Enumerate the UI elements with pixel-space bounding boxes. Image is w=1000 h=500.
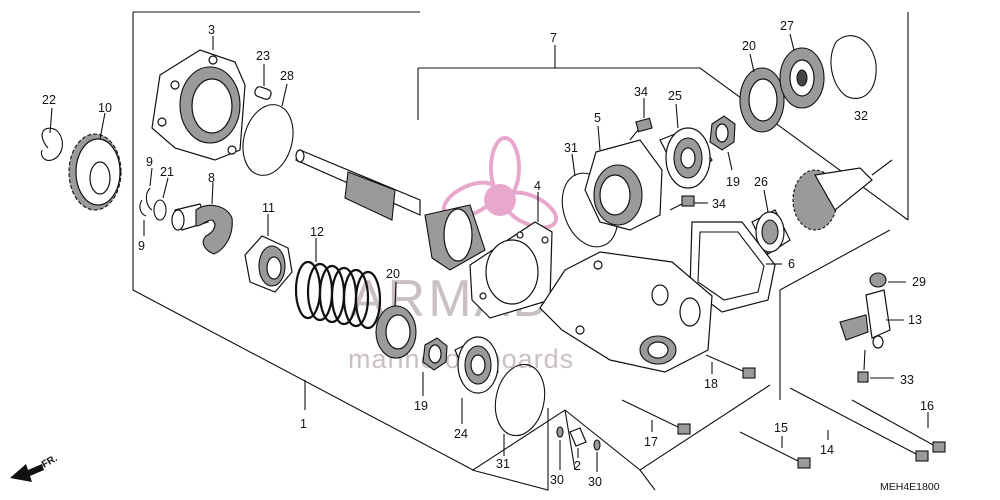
part-26-needle-bearing xyxy=(751,189,791,255)
part-5-bearing-housing xyxy=(584,125,663,231)
callout-33: 33 xyxy=(900,373,914,387)
callout-19-upper: 19 xyxy=(726,175,740,189)
callout-17: 17 xyxy=(644,435,658,449)
callout-26: 26 xyxy=(754,175,768,189)
callout-14: 14 xyxy=(820,443,834,457)
part-34-bolt-upper xyxy=(629,98,653,141)
callout-24: 24 xyxy=(454,427,468,441)
callout-34-lower: 34 xyxy=(712,197,726,211)
part-23-dowel-pin xyxy=(254,64,272,100)
part-25-ball-bearing xyxy=(659,103,713,189)
callout-labels: 1 2 3 4 5 6 7 8 9 9 10 11 12 13 14 15 16… xyxy=(42,19,934,489)
part-16-long-bolt xyxy=(851,399,946,453)
callout-2: 2 xyxy=(574,459,581,473)
callout-9-upper: 9 xyxy=(146,155,153,169)
callout-28: 28 xyxy=(280,69,294,83)
callout-10: 10 xyxy=(98,101,112,115)
part-24-ball-bearing xyxy=(454,336,499,424)
part-34-bolt-lower xyxy=(669,195,708,211)
callout-3: 3 xyxy=(208,23,215,37)
callout-31-lower: 31 xyxy=(496,457,510,471)
callout-11: 11 xyxy=(262,201,275,215)
callout-12: 12 xyxy=(310,225,324,239)
part-22-snap-ring xyxy=(40,107,63,161)
callout-15: 15 xyxy=(774,421,788,435)
callout-30-left: 30 xyxy=(550,473,564,487)
callout-22: 22 xyxy=(42,93,56,107)
callout-34-upper: 34 xyxy=(634,85,648,99)
part-31-o-ring-lower xyxy=(494,363,546,456)
part-17-bolt xyxy=(621,399,691,435)
part-4-gasket xyxy=(469,192,553,319)
part-13-sensor xyxy=(839,289,904,349)
callout-4: 4 xyxy=(534,179,541,193)
part-10-gear xyxy=(68,112,122,211)
assembly-frame xyxy=(132,11,909,491)
callout-27: 27 xyxy=(780,19,794,33)
main-gear-case xyxy=(539,251,713,373)
callout-8: 8 xyxy=(208,171,215,185)
part-18-bolt xyxy=(705,354,756,379)
callout-19-lower: 19 xyxy=(414,399,428,413)
part-3-bearing-holder xyxy=(151,36,246,161)
callout-29: 29 xyxy=(912,275,926,289)
part-15-bolt xyxy=(739,431,811,469)
part-11-clutch-hub xyxy=(244,214,293,293)
callout-31-upper: 31 xyxy=(564,141,578,155)
part-33-bolt xyxy=(857,349,894,383)
front-direction-label: FR. xyxy=(40,453,60,471)
callout-13: 13 xyxy=(908,313,922,327)
part-19-lock-nut-lower xyxy=(422,337,448,396)
part-12-spring xyxy=(294,238,382,330)
part-29-cap xyxy=(869,272,906,288)
callout-16: 16 xyxy=(920,399,934,413)
callout-1: 1 xyxy=(300,417,307,431)
pinion-gear xyxy=(792,159,893,231)
callout-21: 21 xyxy=(160,165,174,179)
part-8-shift-fork xyxy=(171,181,233,255)
part-2-plug xyxy=(569,427,587,458)
part-30-washer-right xyxy=(593,439,601,472)
callout-20-lower: 20 xyxy=(386,267,400,281)
part-28-o-ring xyxy=(242,83,294,176)
callout-6: 6 xyxy=(788,257,795,271)
callout-30-right: 30 xyxy=(588,475,602,489)
part-20-bearing-race-upper xyxy=(739,53,785,133)
part-32-circlip xyxy=(830,35,877,99)
part-1-drive-shaft xyxy=(295,149,486,271)
callout-32: 32 xyxy=(854,109,868,123)
part-19-lock-nut-upper xyxy=(709,115,736,171)
front-direction-arrow-icon xyxy=(10,464,44,482)
callout-20-upper: 20 xyxy=(742,39,756,53)
part-20-bearing-race-lower xyxy=(375,281,417,359)
callout-7: 7 xyxy=(550,31,557,45)
callout-25: 25 xyxy=(668,89,682,103)
part-27-tapered-bearing xyxy=(779,33,825,109)
callout-9-lower: 9 xyxy=(138,239,145,253)
callout-18: 18 xyxy=(704,377,718,391)
diagram-code: MEH4E1800 xyxy=(880,481,940,493)
part-21-ring xyxy=(153,177,169,221)
callout-23: 23 xyxy=(256,49,270,63)
callout-5: 5 xyxy=(594,111,601,125)
part-9-clip xyxy=(139,167,153,236)
part-30-washer-left xyxy=(556,426,564,470)
part-14-long-bolt xyxy=(789,387,929,462)
